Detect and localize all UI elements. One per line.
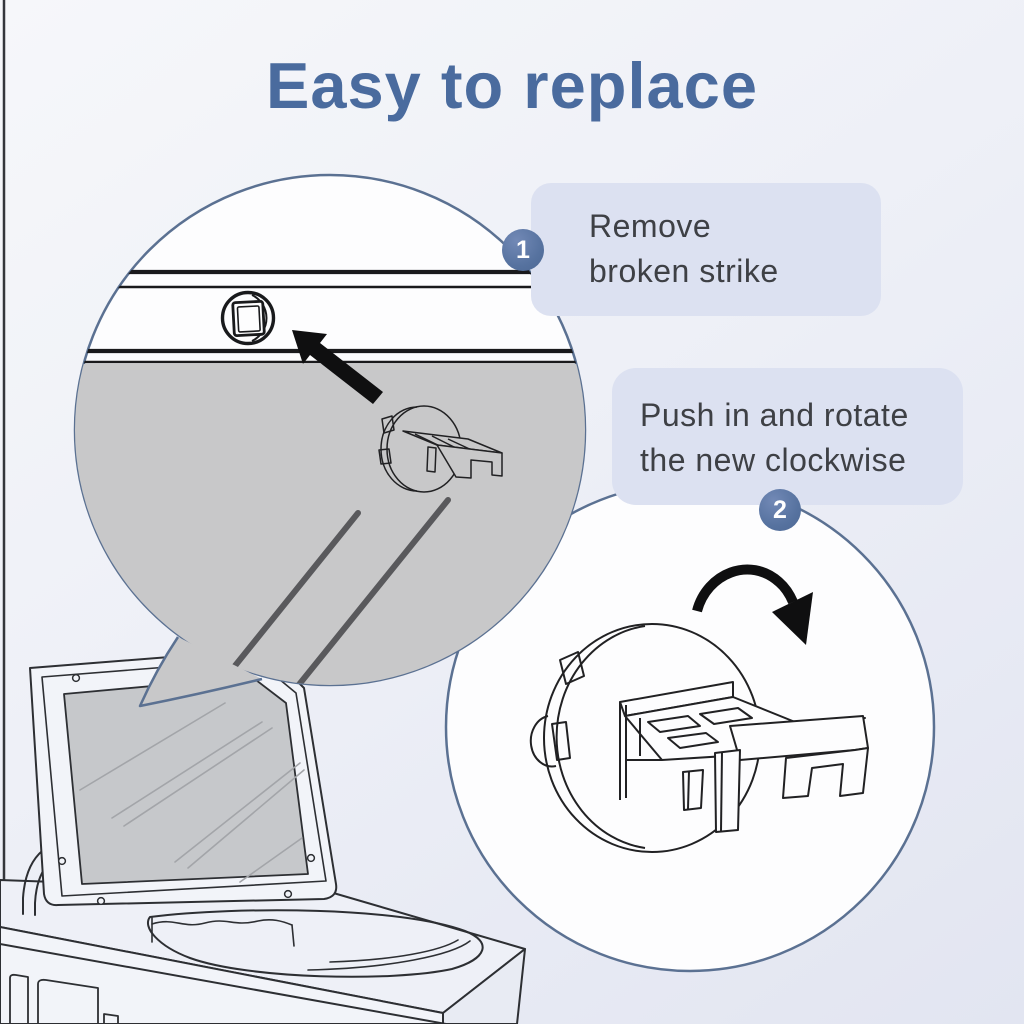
page-title: Easy to replace xyxy=(266,49,758,122)
callout-new-strike xyxy=(444,481,936,973)
lid-opening xyxy=(147,909,484,978)
step-1-badge: 1 xyxy=(502,229,544,271)
rotate-clockwise-arrow-icon xyxy=(692,564,813,645)
lid-screws xyxy=(57,673,316,906)
step-2-line-1: Push in and rotate xyxy=(640,397,909,433)
callout-tail xyxy=(138,636,263,708)
dispenser-drawer xyxy=(37,978,99,1024)
new-strike-drawing xyxy=(529,623,869,853)
strike-slot-icon xyxy=(220,290,276,346)
washer-front-panel xyxy=(0,926,444,1024)
washing-machine-illustration xyxy=(0,649,526,1024)
tray-wavy-edge xyxy=(151,918,293,926)
step-2-badge: 2 xyxy=(759,489,801,531)
step-2-label: Push in and rotate the new clockwise xyxy=(612,368,963,505)
washer-side-panel xyxy=(442,948,526,1024)
remove-arrow-icon xyxy=(292,330,383,404)
glass-reflections xyxy=(79,702,305,883)
gray-reflection-streaks xyxy=(227,497,451,685)
dispenser-drawer xyxy=(9,973,29,1024)
old-strike-drawing xyxy=(378,405,503,493)
washer-open-lid xyxy=(29,649,338,907)
step-1-line-1: Remove xyxy=(589,208,712,244)
step-1-label: Remove broken strike xyxy=(531,183,881,316)
step-1-line-2: broken strike xyxy=(589,253,779,289)
step-2-line-2: the new clockwise xyxy=(640,442,907,478)
